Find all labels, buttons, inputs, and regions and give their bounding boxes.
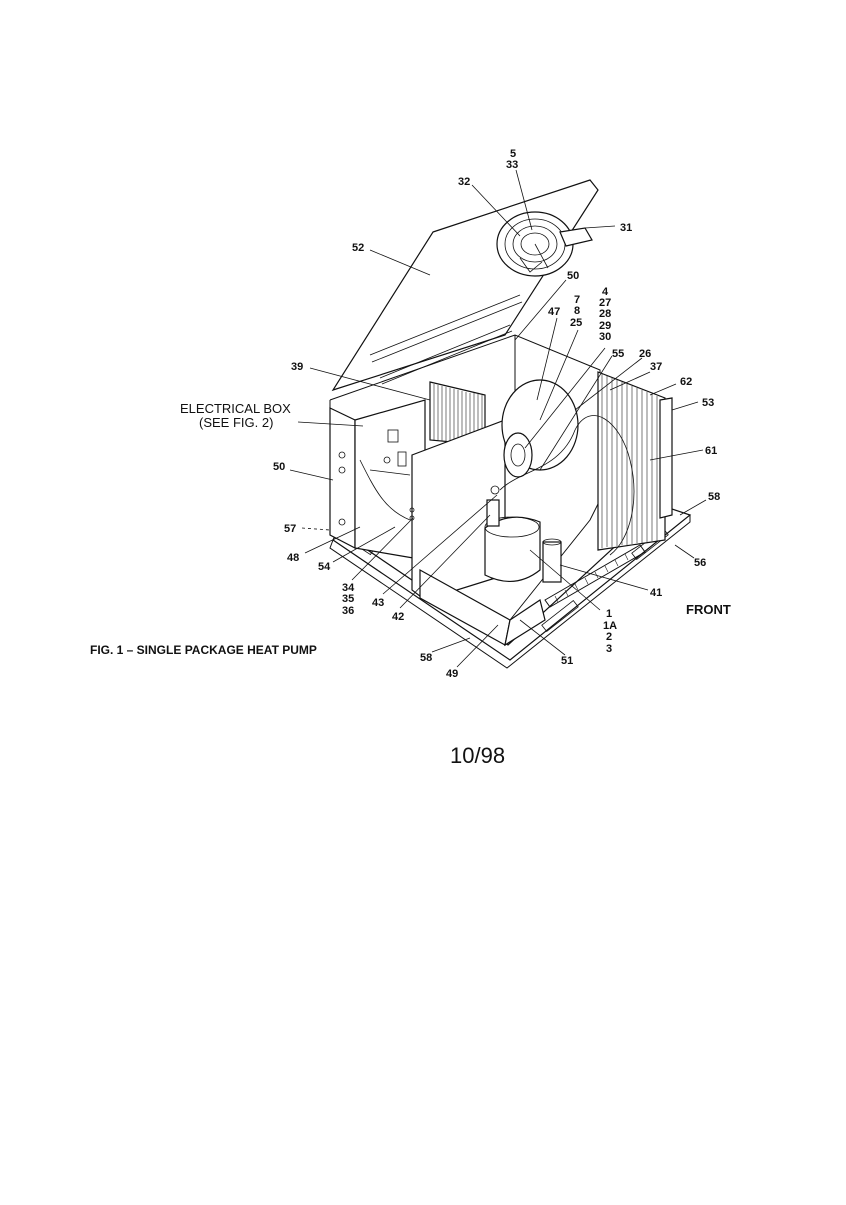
callout-2: 2 xyxy=(606,631,612,643)
callout-28: 28 xyxy=(599,308,611,320)
electrical-box-label: ELECTRICAL BOX xyxy=(180,401,291,416)
callout-48: 48 xyxy=(287,552,299,564)
callout-58-bottom: 58 xyxy=(420,652,432,664)
callout-labels: 5 33 32 31 52 50 47 7 8 25 4 27 28 29 30… xyxy=(90,148,731,680)
callout-25: 25 xyxy=(570,317,582,329)
callout-5: 5 xyxy=(510,148,516,160)
callout-8: 8 xyxy=(574,305,580,317)
callout-42: 42 xyxy=(392,611,404,623)
callout-31: 31 xyxy=(620,222,632,234)
callout-33: 33 xyxy=(506,159,518,171)
callout-32: 32 xyxy=(458,176,470,188)
unit-drawing xyxy=(329,179,692,669)
figure-caption: FIG. 1 – SINGLE PACKAGE HEAT PUMP xyxy=(90,643,317,657)
callout-55: 55 xyxy=(612,348,624,360)
callout-26: 26 xyxy=(639,348,651,360)
callout-41: 41 xyxy=(650,587,662,599)
callout-62: 62 xyxy=(680,376,692,388)
callout-27: 27 xyxy=(599,297,611,309)
callout-56: 56 xyxy=(694,557,706,569)
callout-54: 54 xyxy=(318,561,331,573)
callout-51: 51 xyxy=(561,655,573,667)
callout-61: 61 xyxy=(705,445,717,457)
callout-49: 49 xyxy=(446,668,458,680)
front-label: FRONT xyxy=(686,602,731,617)
callout-57: 57 xyxy=(284,523,296,535)
callout-37: 37 xyxy=(650,361,662,373)
callout-39: 39 xyxy=(291,361,303,373)
callout-52: 52 xyxy=(352,242,364,254)
callout-1: 1 xyxy=(606,608,612,620)
callout-34: 34 xyxy=(342,582,355,594)
callout-43: 43 xyxy=(372,597,384,609)
callout-47: 47 xyxy=(548,306,560,318)
callout-7: 7 xyxy=(574,294,580,306)
callout-29: 29 xyxy=(599,320,611,332)
callout-30: 30 xyxy=(599,331,611,343)
callout-50-top: 50 xyxy=(567,270,579,282)
revision-date: 10/98 xyxy=(450,743,505,768)
callout-4: 4 xyxy=(602,286,609,298)
callout-1A: 1A xyxy=(603,620,617,632)
callout-50-left: 50 xyxy=(273,461,285,473)
electrical-box-see-fig: (SEE FIG. 2) xyxy=(199,415,273,430)
callout-58-right: 58 xyxy=(708,491,720,503)
callout-3: 3 xyxy=(606,643,612,655)
callout-36: 36 xyxy=(342,605,354,617)
callout-35: 35 xyxy=(342,593,354,605)
leader-lines xyxy=(289,169,707,668)
callout-53: 53 xyxy=(702,397,714,409)
